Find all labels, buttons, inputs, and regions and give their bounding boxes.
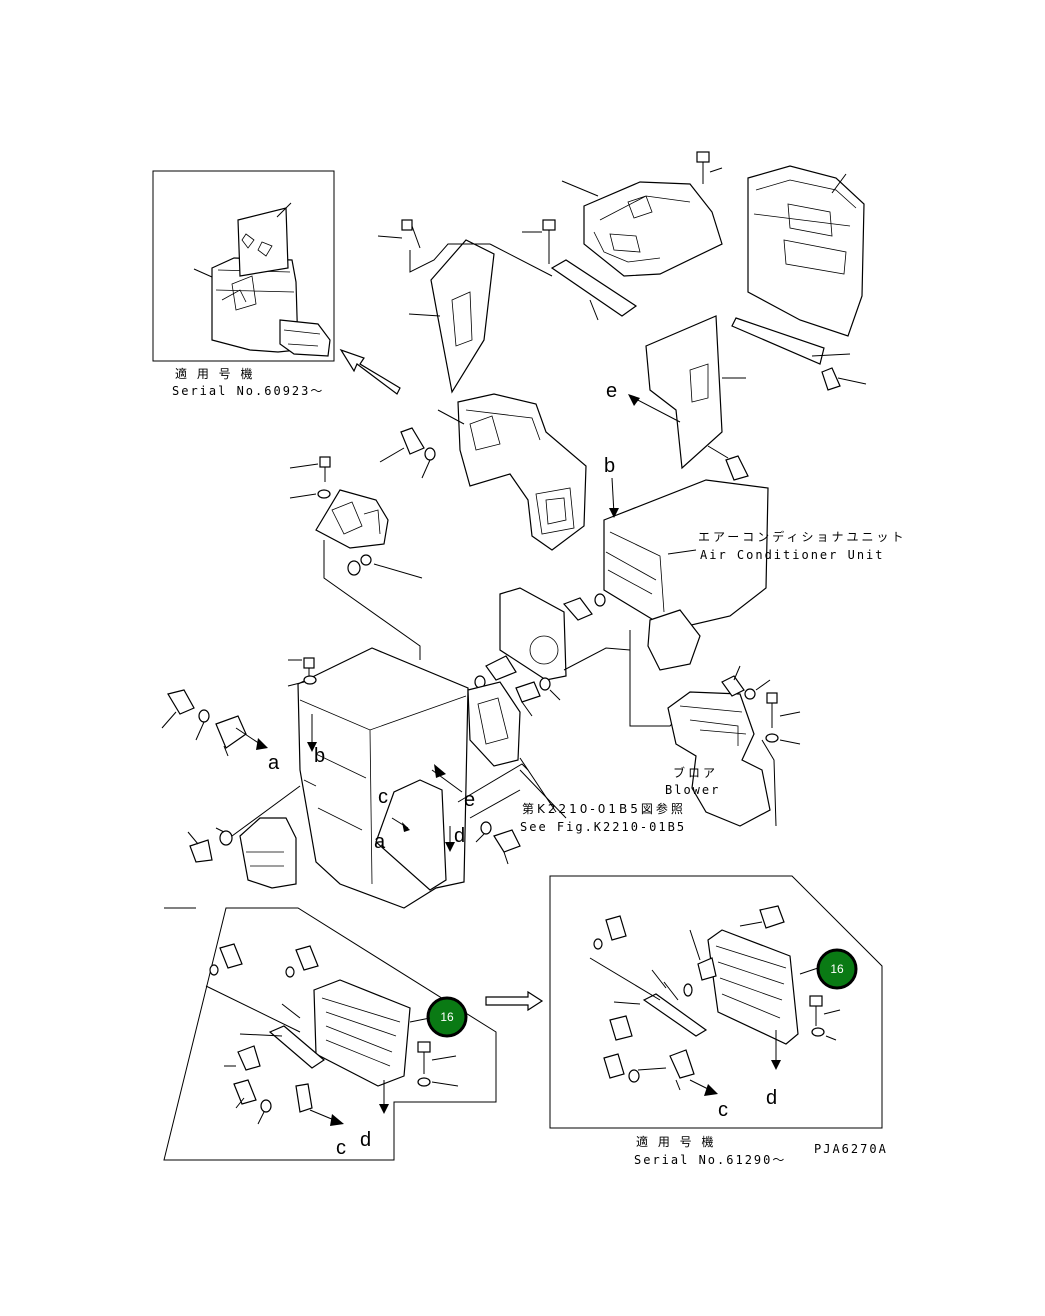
ref-c-housing: c xyxy=(378,786,388,808)
ref-d-housing: d xyxy=(454,825,465,847)
serial-top-en: Serial No.60923～ xyxy=(172,384,324,398)
motor-left xyxy=(187,785,301,889)
see-fig-en: See Fig.K2210-01B5 xyxy=(520,820,686,834)
bolt-upper-mid xyxy=(522,219,556,264)
side-panel-right xyxy=(645,315,851,470)
center-duct xyxy=(437,393,587,551)
bolt-side-right xyxy=(707,367,867,481)
inset-bottom-right: d c xyxy=(549,875,883,1129)
bracket-a-left: a xyxy=(161,689,280,774)
ref-b-upper: b xyxy=(604,455,615,477)
ac-unit-en: Air Conditioner Unit xyxy=(700,548,885,562)
blower xyxy=(667,665,801,827)
duct-cover-top xyxy=(561,180,723,277)
mount-bracket xyxy=(289,456,423,660)
duct-panel-right xyxy=(747,165,865,337)
inset-bottom-left: d c xyxy=(163,907,497,1161)
bolt-upper-left xyxy=(377,219,490,273)
badge-16-left-text: 16 xyxy=(440,1010,454,1024)
drawing-code: PJA6270A xyxy=(814,1142,888,1156)
inset-serial-60923 xyxy=(152,170,335,362)
ref-e-housing: e xyxy=(464,789,475,811)
bolt-housing-right xyxy=(475,821,521,865)
bolt-top-1 xyxy=(696,151,723,184)
badge-16-left: 16 xyxy=(426,996,468,1038)
serial-top-jp: 適 用 号 機 xyxy=(175,366,255,381)
leader-e-upper xyxy=(629,395,681,423)
front-plate xyxy=(499,587,691,727)
ref-c-inset-left: c xyxy=(336,1137,346,1159)
ref-e-upper: e xyxy=(606,380,617,402)
serial-bottom-jp: 適 用 号 機 xyxy=(636,1134,716,1149)
ref-d-inset-left: d xyxy=(360,1129,371,1151)
blower-en: Blower xyxy=(665,783,720,797)
ref-a-housing: a xyxy=(374,831,386,853)
serial-bottom-en: Serial No.61290～ xyxy=(634,1153,786,1167)
bracket-left xyxy=(408,239,495,394)
duct-strip xyxy=(489,243,638,321)
ref-b-housing: b xyxy=(314,745,325,767)
blower-jp: ブロア xyxy=(673,765,718,780)
air-conditioner-unit: b xyxy=(603,455,769,671)
inset-hollow-arrow xyxy=(339,348,401,395)
hollow-arrow-between-insets xyxy=(485,990,544,1012)
badge-16-right-text: 16 xyxy=(830,962,844,976)
ac-unit-jp: エアーコンディショナユニット xyxy=(698,529,906,544)
side-cover-plate xyxy=(457,681,567,819)
ref-c-inset-right: c xyxy=(718,1099,728,1121)
bolt-center xyxy=(379,427,436,479)
badge-16-right: 16 xyxy=(816,948,858,990)
see-fig-jp: 第K2210-01B5図参照 xyxy=(522,801,686,816)
bolt-plate xyxy=(474,593,606,717)
ref-d-inset-right: d xyxy=(766,1087,777,1109)
ref-a-left: a xyxy=(268,752,280,774)
main-housing: b c a d e xyxy=(287,647,475,909)
